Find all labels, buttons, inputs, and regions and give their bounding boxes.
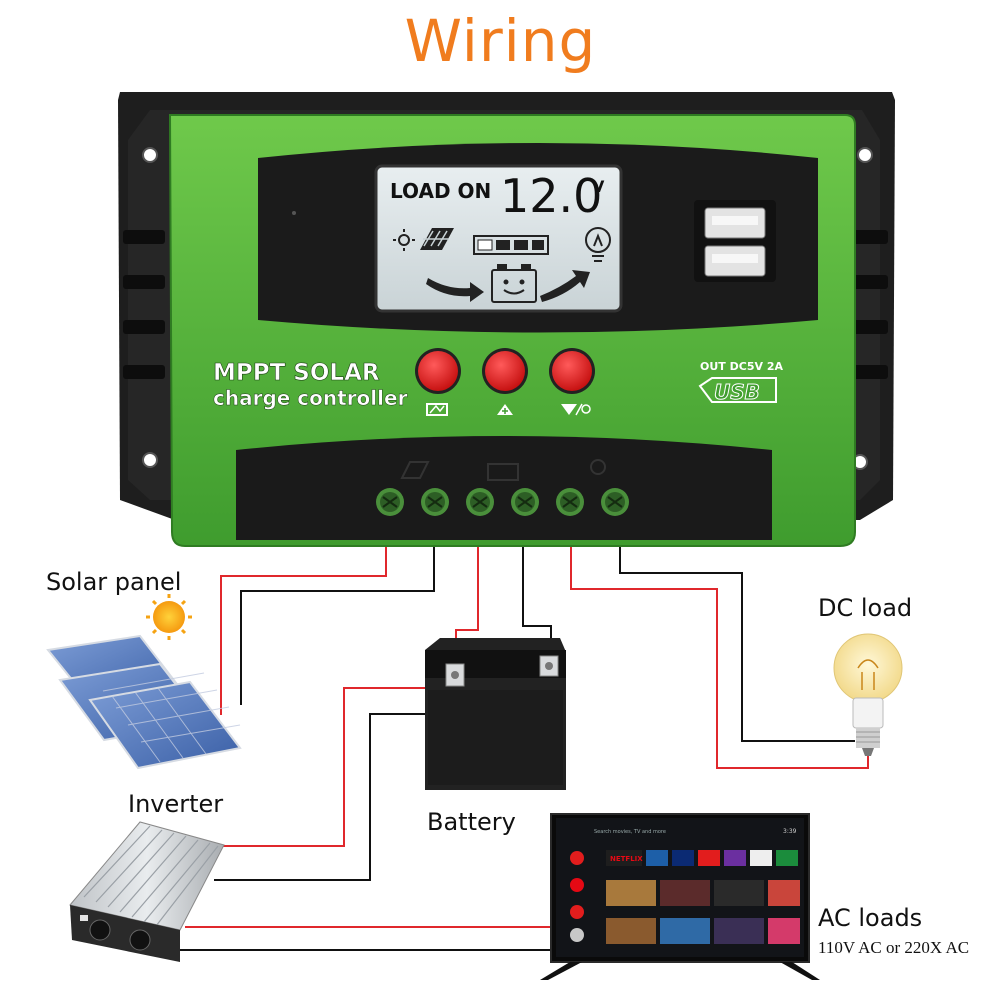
solar-panel-label: Solar panel bbox=[46, 568, 182, 596]
terminal-block bbox=[236, 436, 772, 540]
tv-sidebar bbox=[570, 851, 584, 942]
bulb-small-icon bbox=[585, 227, 611, 262]
solar-panel-image bbox=[46, 594, 242, 770]
tv-search-hint: Search movies, TV and more bbox=[594, 829, 666, 835]
charge-controller: LOAD ON 12.0 V MPPT SOLAR charge control… bbox=[118, 92, 895, 547]
terminal-screws bbox=[376, 488, 629, 516]
tv-app-row: NETFLIX bbox=[606, 850, 798, 866]
terminal-icons bbox=[400, 459, 606, 481]
battery-label: Battery bbox=[427, 808, 516, 836]
tv-image: Search movies, TV and more 3:39 NETFLIX bbox=[540, 813, 820, 980]
wire-inverter-positive bbox=[218, 678, 459, 847]
wire-load-negative bbox=[619, 540, 855, 742]
tv-time: 3:39 bbox=[783, 828, 797, 835]
tv-content-row-1 bbox=[606, 880, 800, 906]
svg-text:NETFLIX: NETFLIX bbox=[610, 855, 643, 863]
terminal-screw-battery-pos bbox=[466, 488, 494, 516]
inverter-image bbox=[69, 821, 225, 962]
battery-image bbox=[425, 638, 566, 790]
minus-load-icon bbox=[561, 403, 591, 416]
wire-load-positive bbox=[570, 540, 869, 769]
lcd-unit: V bbox=[592, 177, 605, 196]
menu-button[interactable] bbox=[415, 348, 461, 416]
page-title: Wiring bbox=[404, 7, 597, 75]
inverter-label: Inverter bbox=[128, 790, 224, 818]
battery-smile-icon bbox=[491, 264, 537, 303]
terminal-screw-load-neg bbox=[601, 488, 629, 516]
mount-hole bbox=[857, 147, 873, 163]
usb-rating: OUT DC5V 2A bbox=[700, 360, 783, 373]
ac-loads-sublabel: 110V AC or 220X AC bbox=[818, 938, 970, 957]
panel-small-icon bbox=[420, 228, 454, 250]
tv-content-row-2 bbox=[606, 918, 800, 944]
wires bbox=[160, 540, 869, 951]
sun-small-icon bbox=[393, 229, 415, 251]
terminal-screw-solar-pos bbox=[376, 488, 404, 516]
battery-level-icon bbox=[473, 235, 549, 255]
sun-icon bbox=[146, 594, 192, 640]
wire-solar-negative bbox=[240, 540, 435, 705]
lcd-status: LOAD ON bbox=[390, 179, 491, 203]
plus-icon bbox=[497, 404, 513, 415]
battery-terminal-neg bbox=[539, 655, 559, 677]
minus-load-button[interactable] bbox=[549, 348, 595, 416]
plus-button[interactable] bbox=[482, 348, 528, 415]
wire-solar-positive bbox=[220, 540, 387, 715]
usb-logo-frame bbox=[698, 377, 777, 403]
lcd-screen bbox=[374, 164, 623, 313]
terminal-screw-battery-neg bbox=[511, 488, 539, 516]
mount-hole bbox=[142, 452, 158, 468]
ac-loads-label: AC loads bbox=[818, 904, 923, 932]
brand-line2: charge controller bbox=[213, 386, 408, 410]
flow-arrow-right-icon bbox=[540, 270, 590, 302]
battery-terminal-pos bbox=[445, 663, 465, 687]
usb-logo: USB bbox=[714, 380, 760, 404]
menu-icon bbox=[426, 403, 448, 416]
lcd-value: 12.0 bbox=[500, 169, 602, 223]
flow-arrow-left-icon bbox=[426, 278, 484, 302]
mount-hole bbox=[142, 147, 158, 163]
brand-line1: MPPT SOLAR bbox=[213, 360, 380, 386]
dc-load-bulb-image bbox=[833, 633, 903, 756]
terminal-screw-load-pos bbox=[556, 488, 584, 516]
terminal-screw-solar-neg bbox=[421, 488, 449, 516]
dc-load-label: DC load bbox=[818, 594, 913, 622]
